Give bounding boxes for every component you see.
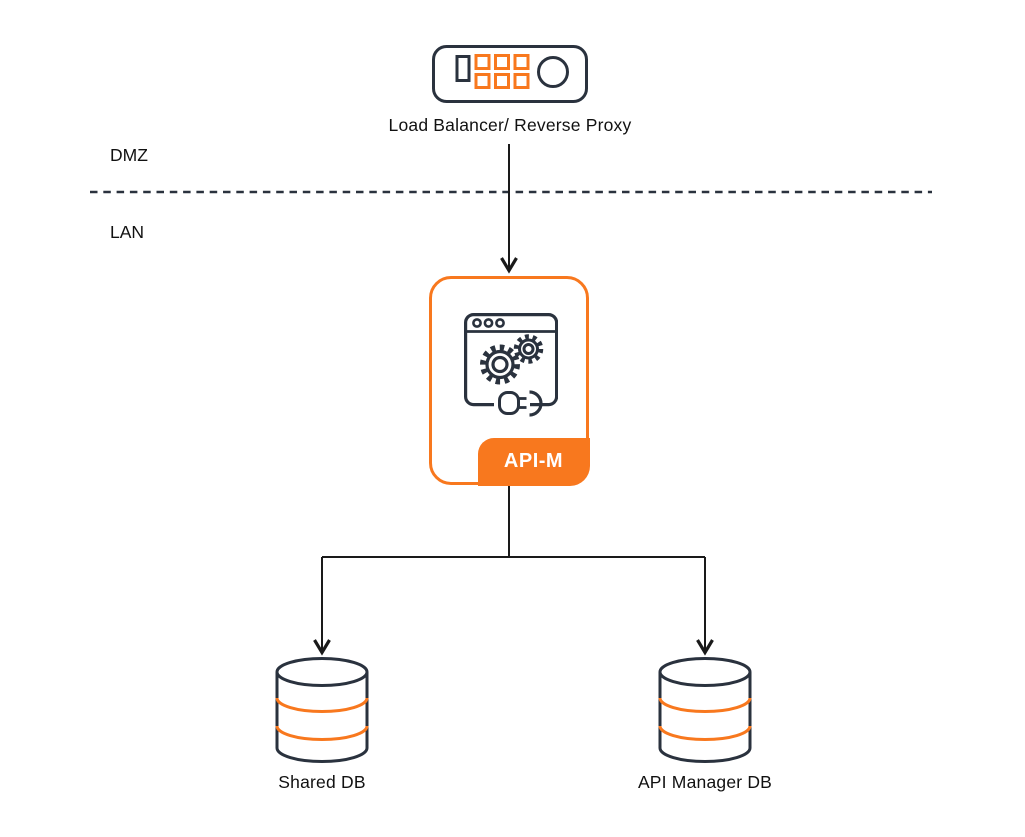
api-manager-node: API-M (429, 276, 590, 486)
arrowhead-apim-db (696, 639, 714, 656)
shared-db-node: Shared DB (222, 656, 422, 793)
shared-db-label: Shared DB (278, 772, 366, 792)
arrowhead-shared-db (313, 639, 331, 656)
api-manager-db-node: API Manager DB (605, 656, 805, 793)
database-icon (658, 657, 752, 763)
big-gear (480, 344, 520, 385)
database-icon (275, 657, 369, 763)
lan-zone-label: LAN (110, 222, 145, 242)
dmz-zone-label: DMZ (110, 145, 148, 165)
connector-apim-to-dbs (313, 486, 714, 656)
api-m-badge: API-M (477, 437, 590, 486)
load-balancer-label: Load Balancer/ Reverse Proxy (388, 115, 632, 135)
arrow-lb-to-apim (500, 144, 518, 274)
load-balancer-node: Load Balancer/ Reverse Proxy (360, 45, 660, 136)
load-balancer-icon (432, 45, 588, 103)
small-gear (513, 334, 544, 364)
plug-icon (494, 390, 543, 417)
api-manager-db-label: API Manager DB (637, 772, 773, 792)
api-gateway-gears-plug-icon (464, 313, 558, 417)
